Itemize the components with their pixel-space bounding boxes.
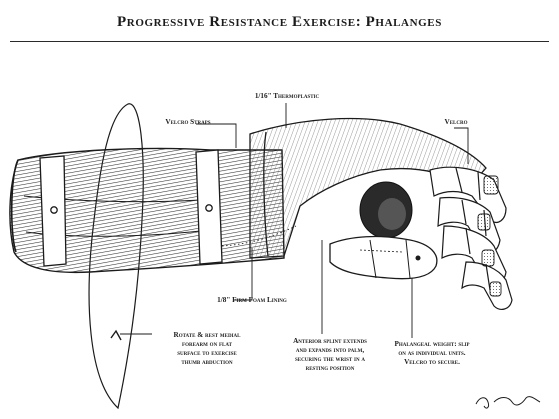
label-velcro-straps: Velcro Straps [165,118,211,126]
leader-foam [234,248,253,301]
diagram-title: Progressive Resistance Exercise: Phalang… [117,14,442,30]
label-foam-lining: 1/8" Firm Foam Lining [217,296,287,304]
label-rotate-line-4: thumb abduction [181,358,233,366]
finger-weights [477,175,502,297]
title-divider [10,41,549,42]
leader-lines [120,103,469,338]
leader-velcro-straps [196,123,237,148]
leader-velcro [454,127,469,164]
label-velcro: Velcro [444,118,468,126]
thumb-with-weight [329,235,438,280]
label-thermoplastic: 1/16" Thermoplastic [254,92,320,100]
velcro-strap-1 [39,155,67,267]
label-weight-line-1: Phalangeal weight: slip [394,340,470,348]
label-phalangeal-weight: Phalangeal weight: slip on as individual… [372,340,492,367]
label-anterior-line-2: and expands into palm, [295,346,365,354]
label-rotate-line-3: surface to exercise [177,349,237,357]
label-rotate: Rotate & rest medial forearm on flat sur… [152,331,262,367]
label-weight-line-3: Velcro to secure. [404,358,460,366]
label-rotate-line-1: Rotate & rest medial [173,331,241,339]
label-weight-line-2: on as individual units. [398,349,466,357]
label-anterior-line-1: Anterior splint extends [293,337,367,345]
palm-opening [359,181,413,239]
rotation-loop [88,103,144,410]
finger-little [461,261,513,310]
label-anterior-splint: Anterior splint extends and expands into… [270,337,390,373]
label-rotate-line-2: forearm on flat [182,340,232,348]
velcro-strap-2 [195,149,223,265]
artist-signature [475,396,541,409]
label-anterior-line-3: securing the wrist in a [295,355,365,363]
label-anterior-line-4: resting position [305,364,355,372]
